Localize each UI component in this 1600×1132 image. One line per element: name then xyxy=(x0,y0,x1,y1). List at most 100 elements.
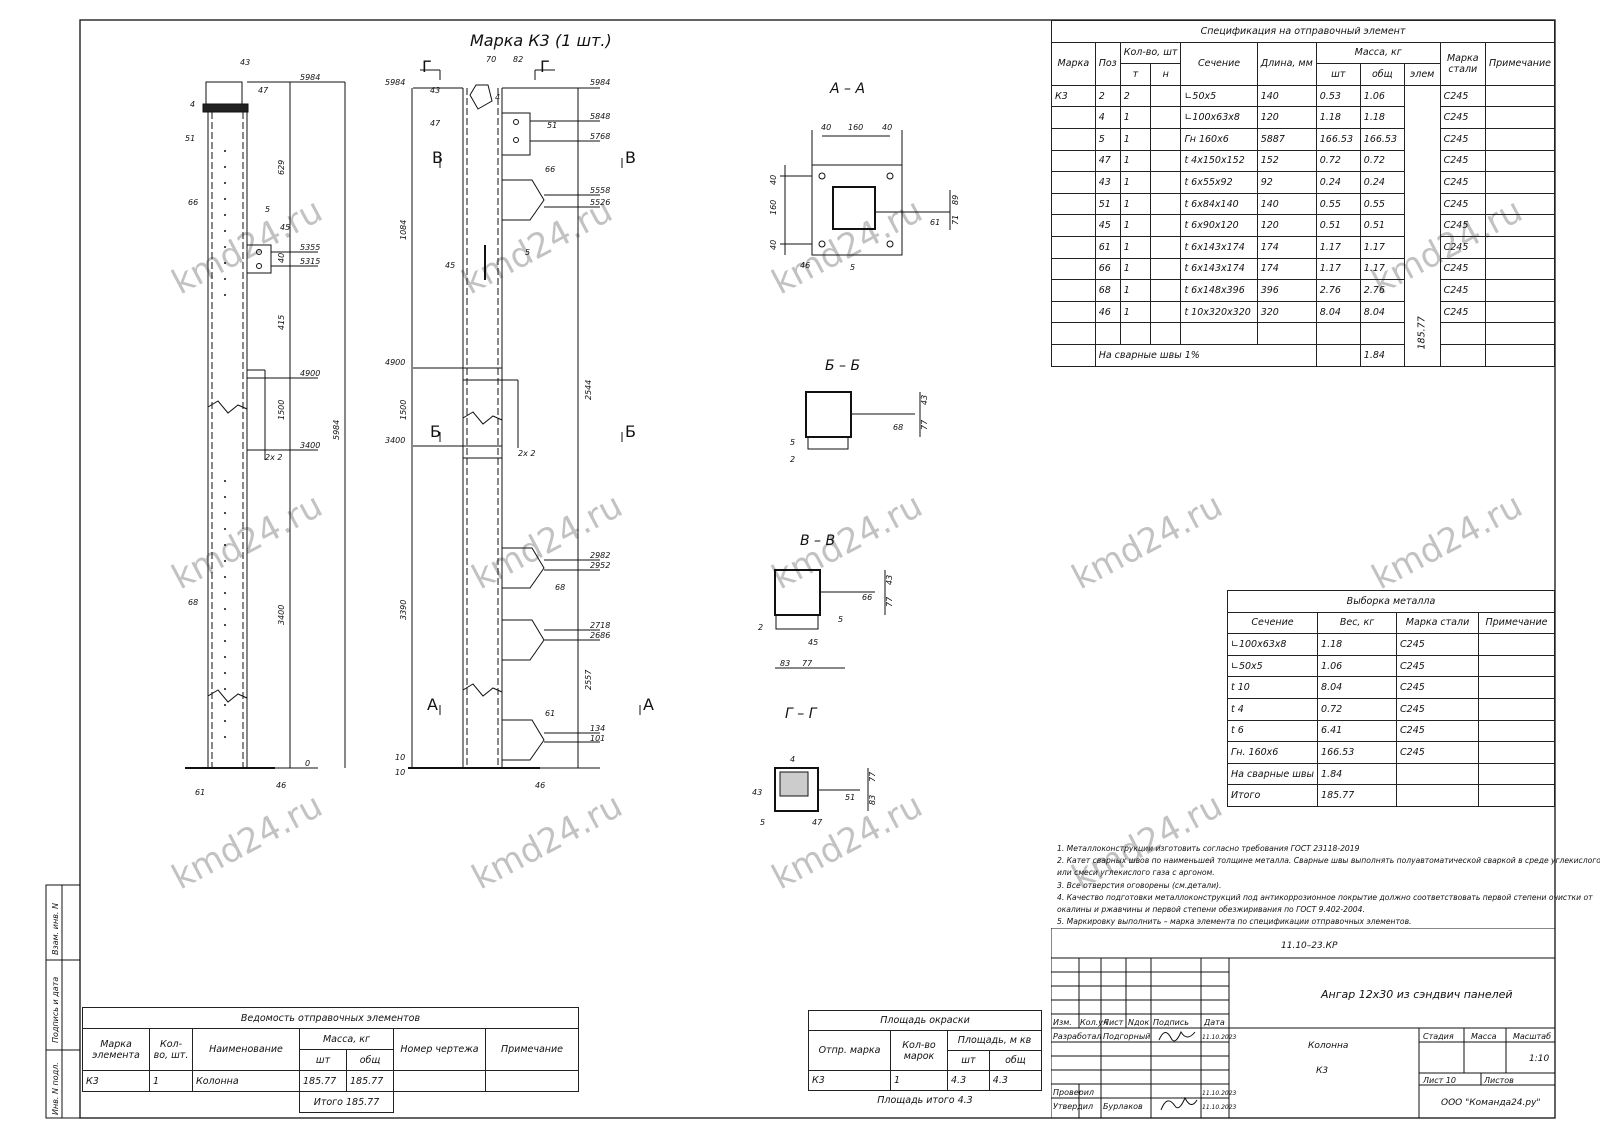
svg-text:51: 51 xyxy=(185,134,195,143)
svg-text:629: 629 xyxy=(277,160,286,175)
svg-text:3400: 3400 xyxy=(385,436,405,445)
svg-text:Проверил: Проверил xyxy=(1053,1088,1094,1097)
svg-text:40: 40 xyxy=(277,253,286,263)
svg-text:77: 77 xyxy=(920,419,929,430)
svg-text:В: В xyxy=(625,148,636,167)
title-block-grid: 11.10–23.КР Ангар 12х30 из сэндвич панел… xyxy=(1051,928,1555,1118)
svg-text:5848: 5848 xyxy=(590,112,610,121)
svg-text:1500: 1500 xyxy=(399,400,408,420)
svg-text:47: 47 xyxy=(258,86,269,95)
svg-text:2557: 2557 xyxy=(584,669,593,690)
svg-text:Изм.: Изм. xyxy=(1053,1018,1072,1027)
svg-text:40: 40 xyxy=(769,240,778,250)
watermark: kmd24.ru xyxy=(765,486,929,598)
svg-text:68: 68 xyxy=(555,583,565,592)
svg-text:5: 5 xyxy=(525,248,530,257)
svg-text:Лист 10: Лист 10 xyxy=(1422,1076,1456,1085)
left-elevations: 5984 5355 5315 4900 3400 0 629 40 415 15… xyxy=(185,58,341,797)
svg-text:5984: 5984 xyxy=(300,73,320,82)
title-block: 11.10–23.КР Ангар 12х30 из сэндвич панел… xyxy=(1051,928,1555,1118)
svg-text:Б: Б xyxy=(625,422,636,441)
svg-text:160: 160 xyxy=(848,123,863,132)
svg-text:66: 66 xyxy=(545,165,555,174)
side-stamp: Взам. инв. N Подпись и дата Инв. N подл. xyxy=(46,885,78,1118)
svg-text:61: 61 xyxy=(195,788,205,797)
svg-text:66: 66 xyxy=(862,593,872,602)
okraska-table: Площадь окраски Отпр. марка Кол-во марок… xyxy=(808,1010,1043,1110)
svg-text:51: 51 xyxy=(547,121,557,130)
note-line: окалины и ржавчины и первой степени обез… xyxy=(1057,905,1365,915)
svg-text:68: 68 xyxy=(893,423,903,432)
table-row: К3 1 Колонна 185.77 185.77 xyxy=(82,1070,579,1092)
svg-text:2х 2: 2х 2 xyxy=(265,453,282,462)
svg-text:4: 4 xyxy=(190,100,195,109)
svg-text:Г: Г xyxy=(540,57,550,76)
svg-text:45: 45 xyxy=(808,638,818,647)
svg-text:46: 46 xyxy=(800,261,810,270)
svg-text:5526: 5526 xyxy=(590,198,610,207)
svg-text:А: А xyxy=(643,695,654,714)
svg-text:Б – Б: Б – Б xyxy=(825,358,860,374)
signature xyxy=(1158,1030,1196,1042)
svg-text:2: 2 xyxy=(758,623,763,632)
watermark: kmd24.ru xyxy=(1065,486,1229,598)
signature xyxy=(1160,1096,1198,1111)
scale: 1:10 xyxy=(1529,1054,1549,1064)
svg-text:40: 40 xyxy=(821,123,831,132)
svg-text:5768: 5768 xyxy=(590,132,610,141)
svg-text:Кол.уч: Кол.уч xyxy=(1080,1018,1108,1027)
svg-text:89: 89 xyxy=(951,195,960,205)
svg-text:5: 5 xyxy=(760,818,765,827)
watermark: kmd24.ru xyxy=(1365,486,1529,598)
note-line: 3. Все отверстия оговорены (см.детали). xyxy=(1057,880,1222,890)
svg-text:5: 5 xyxy=(790,438,795,447)
general-notes: 1. Металлоконструкции изготовить согласн… xyxy=(1057,843,1600,928)
svg-text:77: 77 xyxy=(868,771,877,782)
svg-text:Дата: Дата xyxy=(1203,1018,1225,1027)
svg-text:Масса: Масса xyxy=(1471,1032,1497,1041)
svg-text:11.10.2023: 11.10.2023 xyxy=(1202,1090,1237,1097)
svg-text:10: 10 xyxy=(395,753,405,762)
svg-text:Разработал: Разработал xyxy=(1053,1032,1101,1041)
svg-text:4: 4 xyxy=(495,93,500,102)
svg-text:40: 40 xyxy=(882,123,892,132)
column-view-mid xyxy=(408,69,641,769)
element-mark: К3 xyxy=(1316,1066,1328,1076)
mid-dimensions: 5984 4900 3400 10 10 1084 2544 3390 1500… xyxy=(385,55,654,790)
svg-text:5: 5 xyxy=(265,205,270,214)
svg-text:2544: 2544 xyxy=(584,380,593,400)
spec-title: Спецификация на отправочный элемент xyxy=(1051,20,1555,43)
note-line: 4. Качество подготовки металлоконструкци… xyxy=(1057,892,1593,902)
svg-text:0: 0 xyxy=(305,759,310,768)
svg-text:61: 61 xyxy=(930,218,940,227)
svg-text:2718: 2718 xyxy=(590,621,610,630)
vedomost-title: Ведомость отправочных элементов xyxy=(82,1007,579,1029)
doc-code: 11.10–23.КР xyxy=(1281,941,1338,951)
vyborka-table: Выборка металла Сечение Вес, кг Марка ст… xyxy=(1226,590,1555,807)
svg-text:11.10.2023: 11.10.2023 xyxy=(1202,1104,1237,1111)
svg-text:43: 43 xyxy=(920,395,929,405)
section-vv: В – В 43 77 83 77 66 5 45 2 xyxy=(758,533,894,669)
svg-text:Стадия: Стадия xyxy=(1423,1032,1454,1041)
svg-text:4900: 4900 xyxy=(385,358,405,367)
svg-text:5355: 5355 xyxy=(300,243,320,252)
svg-text:2х 2: 2х 2 xyxy=(518,449,535,458)
svg-text:4: 4 xyxy=(790,755,795,764)
svg-text:1500: 1500 xyxy=(277,400,286,420)
svg-text:Подпись: Подпись xyxy=(1153,1018,1189,1027)
svg-text:43: 43 xyxy=(240,58,250,67)
svg-text:415: 415 xyxy=(277,315,286,330)
